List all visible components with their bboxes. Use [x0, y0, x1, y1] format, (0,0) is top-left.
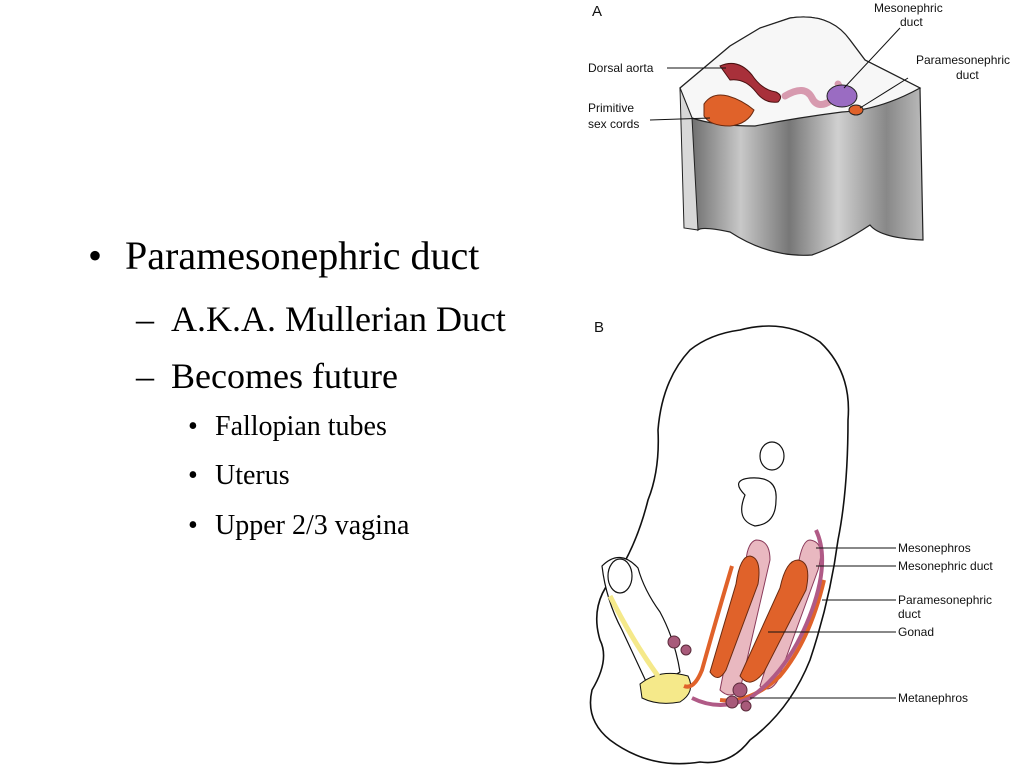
panel-b-letter: B [594, 319, 604, 336]
subbullet-text: A.K.A. Mullerian Duct [171, 299, 506, 339]
slide-text: • Paramesonephric duct – A.K.A. Mulleria… [88, 233, 506, 541]
urogenital-sinus [639, 672, 692, 704]
bullet-mark: • [188, 510, 198, 541]
mesonephric-duct-shape [826, 84, 858, 108]
leader-mesonephric [843, 27, 901, 89]
umbilical-opening [607, 558, 633, 594]
bullet-text: Paramesonephric duct [125, 233, 480, 278]
label-mesonephric-duct: Mesonephric duct [898, 559, 993, 573]
panel-b: B Mesonephros [589, 319, 993, 765]
item-text: Uterus [215, 460, 290, 491]
embryo-figure: A Mesonephric duct Paramesonephric duct … [580, 0, 1024, 768]
label-primitive-sex-cords-1: Primitive [588, 101, 634, 115]
primitive-sex-cords-shape [703, 94, 755, 127]
label-paramesonephric-duct-2: duct [956, 68, 979, 82]
embryo-illustration: A Mesonephric duct Paramesonephric duct … [588, 1, 1010, 765]
label-dorsal-aorta: Dorsal aorta [588, 61, 654, 75]
otic-vesicle [759, 441, 785, 471]
gonad-shape-2 [709, 555, 760, 678]
leader-paramesonephric [859, 77, 909, 109]
bullet-mark: • [188, 460, 198, 491]
metanephros-lobe [740, 700, 752, 712]
subbullet-text: Becomes future [171, 356, 398, 396]
label-paramesonephric-duct-1: Paramesonephric [898, 593, 992, 607]
label-paramesonephric-duct-2: duct [898, 607, 921, 621]
leader-sex-cords [649, 117, 711, 121]
gonad-shape [739, 559, 809, 683]
dash-mark: – [136, 356, 154, 396]
bullet-mark: • [188, 411, 198, 442]
dorsal-aorta-shape [719, 63, 782, 103]
mesonephric-duct-line-2 [683, 565, 734, 689]
label-metanephros: Metanephros [898, 691, 968, 705]
label-gonad: Gonad [898, 625, 934, 639]
allantois-duct [607, 594, 661, 678]
label-mesonephros: Mesonephros [898, 541, 971, 555]
metanephros-lobe [732, 682, 748, 698]
metanephros-lobe [667, 635, 681, 649]
label-paramesonephric-duct-1: Paramesonephric [916, 53, 1010, 67]
label-primitive-sex-cords-2: sex cords [588, 117, 639, 131]
item-text: Fallopian tubes [215, 411, 387, 442]
paramesonephric-duct-shape [848, 104, 864, 116]
bullet-mark: • [88, 233, 103, 278]
metanephros-lobe [680, 644, 692, 656]
label-mesonephric-duct-1: Mesonephric [874, 1, 943, 15]
paramesonephric-duct-line [719, 579, 826, 703]
label-mesonephric-duct-2: duct [900, 15, 923, 29]
panel-a: A Mesonephric duct Paramesonephric duct … [588, 1, 1010, 256]
item-text: Upper 2/3 vagina [215, 510, 410, 541]
limb-bud [738, 477, 777, 527]
panel-a-letter: A [592, 3, 602, 20]
metanephros-lobe [725, 695, 739, 709]
dash-mark: – [136, 299, 154, 339]
body-wall-strip [679, 87, 699, 231]
